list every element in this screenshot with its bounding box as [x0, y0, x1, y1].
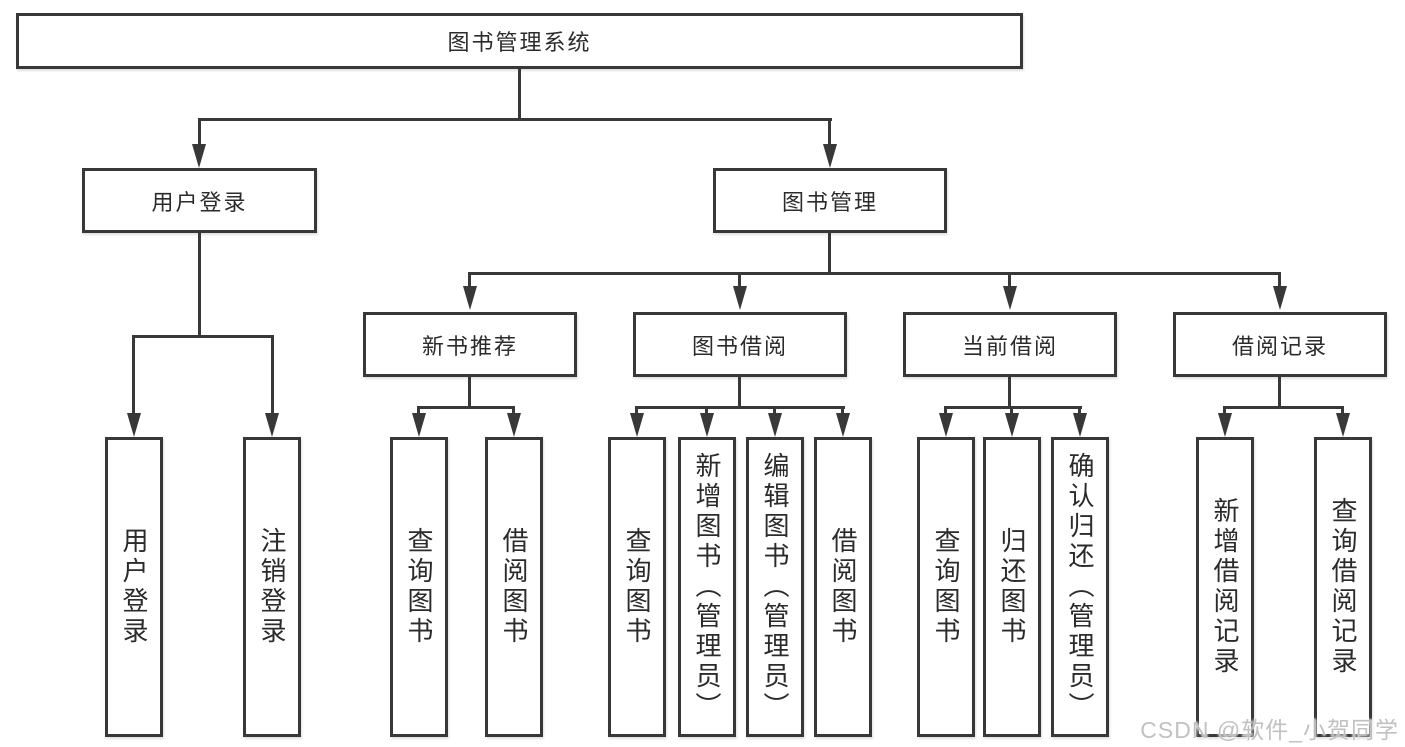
arrowhead-down-icon [192, 144, 206, 168]
connector-userlogin-shaft-1 [132, 335, 135, 418]
leaf-edit-book-admin: 编辑图书（管理员） [746, 437, 804, 737]
arrowhead-down-icon [1073, 413, 1087, 437]
connector-borrowrecords-shaft-2 [1341, 406, 1344, 418]
leaf-add-borrow-record: 新增借阅记录 [1196, 437, 1254, 737]
connector-newbook-stem [468, 377, 471, 406]
leaf-add-borrow-record-label: 新增借阅记录 [1210, 497, 1240, 677]
arrowhead-down-icon [1005, 413, 1019, 437]
connector-root-hbar [198, 118, 832, 121]
leaf-query-borrow-record-label: 查询借阅记录 [1328, 497, 1358, 677]
leaf-logout-label: 注销登录 [257, 527, 287, 647]
connector-currentborrow-stem [1008, 377, 1011, 406]
connector-bookmgmt-stem [828, 233, 831, 275]
connector-l3-shaft-3 [1008, 272, 1011, 288]
node-user-login-label: 用户登录 [151, 189, 248, 215]
leaf-edit-book-admin-label: 编辑图书（管理员） [760, 452, 790, 722]
node-book-management: 图书管理 [713, 168, 947, 233]
arrowhead-down-icon [1336, 413, 1350, 437]
leaf-user-login: 用户登录 [105, 437, 163, 737]
node-root: 图书管理系统 [16, 13, 1023, 69]
connector-root-shaft-right [828, 118, 831, 150]
node-new-book-recommend: 新书推荐 [363, 312, 577, 377]
node-current-borrow: 当前借阅 [903, 312, 1117, 377]
leaf-borrow-books-newbook-label: 借阅图书 [499, 527, 529, 647]
arrowhead-down-icon [463, 286, 477, 310]
node-new-book-recommend-label: 新书推荐 [421, 333, 518, 359]
node-user-login: 用户登录 [82, 168, 317, 233]
arrowhead-down-icon [823, 144, 837, 168]
arrowhead-down-icon [412, 413, 426, 437]
arrowhead-down-icon [836, 413, 850, 437]
connector-userlogin-shaft-2 [271, 335, 274, 418]
connector-bookborrow-stem [738, 377, 741, 406]
arrowhead-down-icon [768, 413, 782, 437]
connector-root-stem [518, 69, 521, 118]
node-root-label: 图书管理系统 [447, 30, 592, 55]
connector-l3-shaft-2 [738, 272, 741, 288]
connector-userlogin-hbar [132, 335, 274, 338]
leaf-query-books-newbook-label: 查询图书 [404, 527, 434, 647]
connector-bookmgmt-hbar [468, 272, 1280, 275]
leaf-confirm-return-admin: 确认归还（管理员） [1051, 437, 1109, 737]
leaf-logout: 注销登录 [243, 437, 301, 737]
arrowhead-down-icon [507, 413, 521, 437]
connector-root-shaft-left [198, 118, 201, 150]
connector-currentborrow-shaft-2 [1010, 406, 1013, 418]
leaf-add-book-admin: 新增图书（管理员） [678, 437, 736, 737]
arrowhead-down-icon [939, 413, 953, 437]
connector-l3-shaft-1 [468, 272, 471, 288]
leaf-query-books-current: 查询图书 [917, 437, 975, 737]
arrowhead-down-icon [265, 413, 279, 437]
leaf-borrow-books-borrow-label: 借阅图书 [828, 527, 858, 647]
connector-bookborrow-hbar [635, 406, 845, 409]
leaf-return-book-label: 归还图书 [997, 527, 1027, 647]
arrowhead-down-icon [1003, 286, 1017, 310]
node-borrow-records: 借阅记录 [1173, 312, 1387, 377]
connector-userlogin-stem [198, 233, 201, 335]
arrowhead-down-icon [700, 413, 714, 437]
node-book-borrow: 图书借阅 [633, 312, 847, 377]
arrowhead-down-icon [630, 413, 644, 437]
leaf-add-book-admin-label: 新增图书（管理员） [692, 452, 722, 722]
leaf-borrow-books-borrow: 借阅图书 [814, 437, 872, 737]
connector-bookborrow-shaft-3 [773, 406, 776, 418]
arrowhead-down-icon [127, 413, 141, 437]
connector-newbook-shaft-2 [512, 406, 515, 418]
connector-bookborrow-shaft-4 [841, 406, 844, 418]
leaf-query-books-borrow: 查询图书 [608, 437, 666, 737]
node-current-borrow-label: 当前借阅 [961, 333, 1058, 359]
leaf-query-books-borrow-label: 查询图书 [622, 527, 652, 647]
arrowhead-down-icon [1273, 286, 1287, 310]
watermark: CSDN @软件_小贺同学 [1140, 717, 1399, 743]
leaf-user-login-label: 用户登录 [119, 527, 149, 647]
leaf-query-books-newbook: 查询图书 [390, 437, 448, 737]
leaf-borrow-books-newbook: 借阅图书 [485, 437, 543, 737]
leaf-confirm-return-admin-label: 确认归还（管理员） [1065, 452, 1095, 722]
node-book-management-label: 图书管理 [781, 189, 878, 215]
connector-borrowrecords-shaft-1 [1223, 406, 1226, 418]
node-book-borrow-label: 图书借阅 [691, 333, 788, 359]
connector-currentborrow-hbar [944, 406, 1082, 409]
connector-borrowrecords-hbar [1223, 406, 1344, 409]
connector-bookborrow-shaft-1 [635, 406, 638, 418]
arrowhead-down-icon [1218, 413, 1232, 437]
connector-currentborrow-shaft-1 [944, 406, 947, 418]
connector-l3-shaft-4 [1278, 272, 1281, 288]
connector-newbook-shaft-1 [417, 406, 420, 418]
connector-newbook-hbar [417, 406, 515, 409]
arrowhead-down-icon [733, 286, 747, 310]
leaf-query-borrow-record: 查询借阅记录 [1314, 437, 1372, 737]
leaf-return-book: 归还图书 [983, 437, 1041, 737]
connector-bookborrow-shaft-2 [705, 406, 708, 418]
connector-currentborrow-shaft-3 [1078, 406, 1081, 418]
connector-borrowrecords-stem [1278, 377, 1281, 406]
node-borrow-records-label: 借阅记录 [1231, 333, 1328, 359]
leaf-query-books-current-label: 查询图书 [931, 527, 961, 647]
